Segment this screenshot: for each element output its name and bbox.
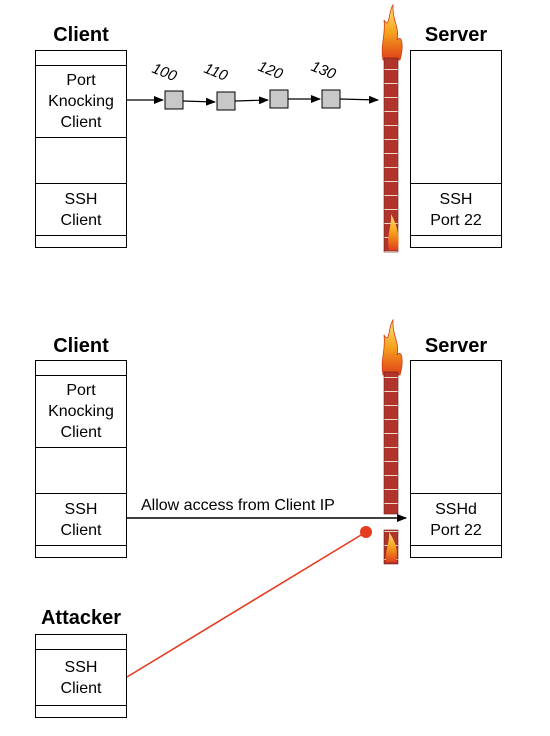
knock-packet-1 bbox=[164, 90, 184, 110]
attacker-blocked-point bbox=[360, 526, 372, 538]
bottom-client-stack: Port Knocking Client SSH Client bbox=[35, 360, 127, 558]
top-client-empty-layer bbox=[36, 137, 126, 183]
attacker-blocked-line bbox=[126, 531, 367, 678]
top-ssh-client: SSH Client bbox=[36, 183, 126, 235]
bottom-server-stack: SSHd Port 22 bbox=[410, 360, 502, 558]
top-client-title: Client bbox=[53, 24, 109, 46]
bottom-server-title: Server bbox=[424, 335, 488, 357]
top-firewall-flame-icon bbox=[381, 3, 403, 61]
bottom-server-bottom-layer bbox=[411, 545, 501, 558]
top-server-title: Server bbox=[424, 24, 488, 46]
top-server-bottom-layer bbox=[411, 235, 501, 248]
knock-port-label-1: 100 bbox=[150, 60, 180, 85]
bottom-client-empty-layer bbox=[36, 447, 126, 493]
bottom-client-bottom-layer bbox=[36, 545, 126, 558]
knock-port-label-4: 130 bbox=[309, 58, 339, 83]
top-firewall-wall bbox=[383, 57, 399, 253]
top-server-stack: SSH Port 22 bbox=[410, 50, 502, 248]
top-firewall-side-flame-icon bbox=[388, 214, 399, 250]
knock-packet-3 bbox=[269, 89, 289, 109]
attacker-stack: SSH Client bbox=[35, 634, 127, 718]
top-client-bottom-layer bbox=[36, 235, 126, 248]
bottom-ssh-client: SSH Client bbox=[36, 493, 126, 545]
bottom-firewall-wall-upper bbox=[383, 371, 399, 515]
attacker-title: Attacker bbox=[40, 607, 122, 629]
top-client-stack: Port Knocking Client SSH Client bbox=[35, 50, 127, 248]
knock-packet-4 bbox=[321, 89, 341, 109]
attacker-bottom-layer bbox=[36, 705, 126, 718]
bottom-firewall bbox=[381, 318, 403, 565]
top-server-ssh-port: SSH Port 22 bbox=[411, 183, 501, 235]
bottom-server-sshd-port: SSHd Port 22 bbox=[411, 493, 501, 545]
top-port-knocking-client: Port Knocking Client bbox=[36, 65, 126, 185]
bottom-firewall-flame-icon bbox=[381, 318, 403, 376]
knock-port-label-2: 110 bbox=[202, 60, 231, 85]
allow-access-label: Allow access from Client IP bbox=[141, 497, 335, 514]
bottom-firewall-lower-flame-icon bbox=[385, 532, 397, 562]
top-knock-sequence: 100 110 120 130 bbox=[127, 58, 379, 111]
top-firewall bbox=[381, 3, 403, 253]
bottom-client-title: Client bbox=[53, 335, 109, 357]
knock-port-label-3: 120 bbox=[256, 58, 286, 83]
bottom-port-knocking-client: Port Knocking Client bbox=[36, 375, 126, 447]
attacker-ssh-client: SSH Client bbox=[36, 649, 126, 705]
knock-packet-2 bbox=[216, 91, 236, 111]
